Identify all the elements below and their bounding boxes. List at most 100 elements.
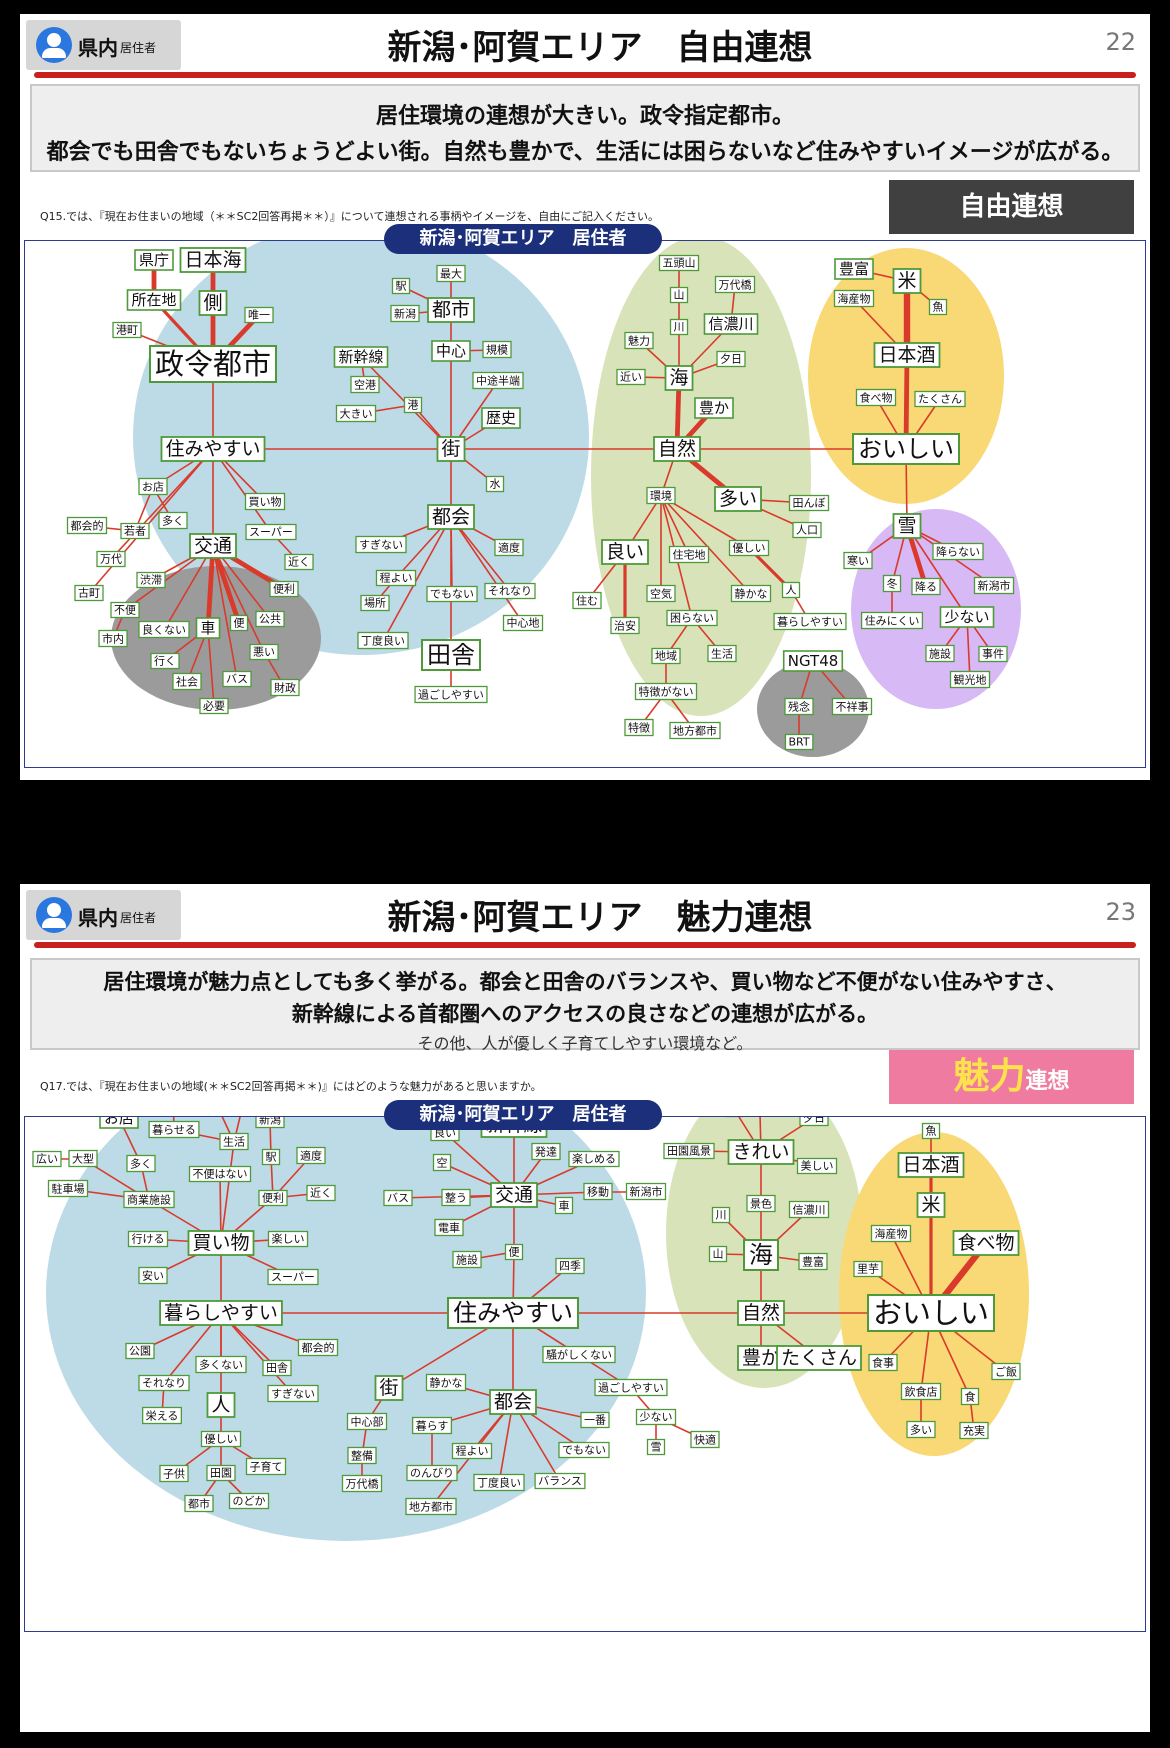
association-map-svg: 住みやすい暮らしやすい自然おいしい買い物交通新幹線都会街人海きれい豊かたくさん食… — [32, 1117, 1029, 1541]
node-label: 住む — [576, 594, 598, 608]
node-label: 不祥事 — [836, 700, 869, 714]
node-label: 若者 — [124, 525, 146, 538]
node-box — [664, 365, 694, 391]
node-box — [911, 577, 941, 596]
node-label: NGT48 — [788, 652, 839, 670]
node-label: それなり — [488, 585, 532, 598]
node-新潟: 新潟 — [255, 1117, 285, 1129]
node-のどか: のどか — [228, 1492, 270, 1510]
node-ご飯: ご飯 — [991, 1362, 1021, 1381]
node-box — [781, 581, 801, 599]
node-box — [716, 350, 746, 368]
cluster-purple — [851, 509, 1021, 709]
node-label: 安い — [142, 1269, 164, 1283]
node-たくさん: たくさん — [914, 390, 966, 408]
node-box — [120, 522, 150, 540]
node-label: 米 — [921, 1194, 940, 1216]
node-label: 大きい — [340, 407, 373, 421]
node-適度: 適度 — [494, 538, 524, 557]
node-box — [796, 1157, 838, 1175]
node-山: 山 — [669, 286, 689, 304]
edge — [660, 495, 690, 556]
node-label: 自然 — [742, 1302, 780, 1324]
node-不祥事: 不祥事 — [831, 697, 873, 716]
node-豊富: 豊富 — [798, 1252, 828, 1271]
association-map: 政令都市住みやすい街自然おいしい交通都会田舎都市日本海側県庁所在地港町唯一駅最大… — [24, 240, 1146, 768]
node-label: 多い — [719, 488, 757, 510]
node-label: 歴史 — [486, 409, 516, 427]
node-box — [447, 1297, 579, 1329]
node-box — [341, 1474, 383, 1493]
node-楽しめる: 楽しめる — [568, 1150, 620, 1168]
question-text: Q15.では、『現在お住まいの地域（＊＊SC2回答再掲＊＊）』について連想される… — [40, 210, 660, 223]
node-label: 地方都市 — [673, 724, 717, 738]
node-バス: バス — [383, 1189, 413, 1207]
node-空: 空 — [432, 1153, 452, 1172]
node-一番: 一番 — [580, 1411, 610, 1429]
node-暮らしやすい: 暮らしやすい — [773, 612, 847, 631]
node-label: お店 — [142, 480, 164, 494]
node-label: 万代橋 — [719, 278, 752, 292]
node-発達: 発達 — [531, 1142, 561, 1161]
node-label: 社会 — [176, 675, 198, 689]
node-万代橋: 万代橋 — [714, 275, 756, 294]
node-box — [159, 1464, 189, 1483]
node-整備: 整備 — [347, 1446, 377, 1465]
node-label: 多くない — [199, 1358, 243, 1372]
node-label: きれい — [732, 1141, 789, 1163]
node-程よい: 程よい — [375, 569, 417, 587]
node-box — [610, 616, 640, 635]
node-box — [414, 685, 488, 704]
node-label: 港 — [408, 399, 419, 412]
node-box — [206, 1392, 236, 1418]
node-label: 規模 — [486, 343, 508, 357]
node-box — [843, 551, 873, 570]
node-label: 新潟 — [259, 1117, 281, 1127]
node-label: 海 — [749, 1241, 773, 1269]
node-街: 街 — [374, 1375, 404, 1401]
node-box — [138, 477, 168, 496]
node-label: 発達 — [535, 1145, 557, 1159]
node-box — [892, 513, 922, 539]
node-歴史: 歴史 — [481, 407, 521, 429]
node-label: 行く — [154, 655, 176, 668]
node-最大: 最大 — [436, 264, 466, 283]
node-不便はない: 不便はない — [188, 1165, 252, 1183]
node-住む: 住む — [572, 591, 602, 610]
node-box — [357, 631, 409, 650]
node-label: 施設 — [456, 1253, 478, 1267]
node-信濃川: 信濃川 — [788, 1200, 830, 1219]
node-label: 移動 — [587, 1185, 609, 1199]
node-box — [669, 721, 721, 740]
node-海産物: 海産物 — [870, 1224, 912, 1243]
node-label: 田んぼ — [793, 497, 826, 510]
node-label: 不便はない — [193, 1168, 248, 1181]
node-バス: バス — [222, 670, 252, 688]
node-交通: 交通 — [490, 1182, 538, 1208]
node-box — [959, 1421, 989, 1440]
node-少ない: 少ない — [635, 1408, 677, 1426]
node-label: 丁度良い — [361, 634, 405, 648]
node-label: 子供 — [163, 1467, 185, 1481]
node-label: たくさん — [918, 393, 962, 406]
node-多く: 多く — [126, 1154, 156, 1173]
node-box — [134, 249, 174, 271]
node-景色: 景色 — [746, 1194, 776, 1213]
node-box — [653, 436, 701, 462]
node-box — [973, 576, 1015, 595]
node-label: 暮らす — [416, 1419, 449, 1433]
node-丁度良い: 丁度良い — [357, 631, 409, 650]
node-魅力: 魅力 — [624, 331, 654, 350]
node-暮らせる: 暮らせる — [148, 1120, 200, 1139]
node-街: 街 — [436, 436, 466, 462]
node-label: バス — [387, 1192, 409, 1205]
node-box — [714, 486, 762, 512]
node-box — [403, 396, 423, 414]
node-box — [558, 1441, 610, 1459]
node-適度: 適度 — [296, 1146, 326, 1165]
node-box — [391, 277, 411, 295]
node-label: 政令都市 — [155, 347, 271, 381]
node-田園風景: 田園風景 — [663, 1142, 715, 1160]
node-box — [411, 1416, 453, 1435]
node-住みやすい: 住みやすい — [160, 436, 266, 462]
